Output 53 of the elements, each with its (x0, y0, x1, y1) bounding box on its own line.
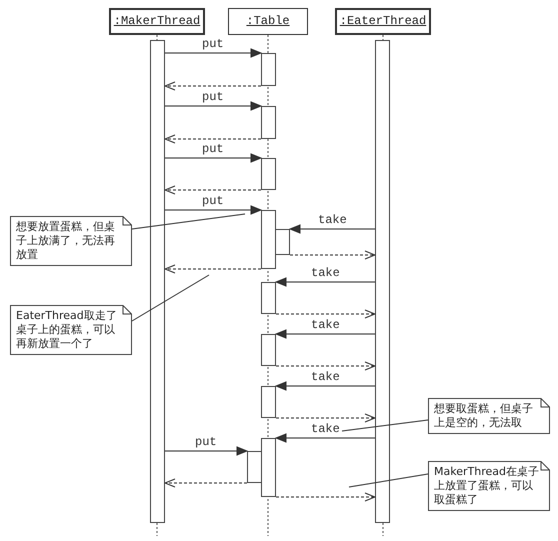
return-arrow (276, 414, 376, 422)
return-arrow (276, 362, 376, 370)
note: 想要放置蛋糕，但桌子上放满了，无法再放置 (10, 216, 132, 266)
return-arrow (164, 264, 262, 274)
message-arrow (276, 382, 376, 390)
activation-bar (261, 282, 276, 314)
message-label: take (311, 318, 340, 332)
message-arrow (164, 206, 262, 214)
message-arrow (164, 48, 262, 58)
activation-bar (261, 158, 276, 190)
activation-bar (150, 40, 165, 523)
message-arrow (276, 278, 376, 286)
message-label: take (311, 266, 340, 280)
activation-bar (247, 451, 262, 483)
note: 想要取蛋糕，但桌子上是空的，无法取 (428, 398, 550, 434)
return-arrow (164, 478, 248, 488)
note: MakerThread在桌子上放置了蛋糕，可以取蛋糕了 (428, 461, 550, 511)
leader-line (348, 474, 428, 488)
activation-bar (261, 438, 276, 497)
activation-bar (261, 386, 276, 418)
message-label: put (202, 37, 224, 51)
return-arrow (276, 310, 376, 318)
message-label: take (318, 213, 347, 227)
message-label: take (311, 422, 340, 436)
lifeline-head: :EaterThread (335, 8, 431, 35)
message-arrow (290, 224, 376, 234)
activation-bar (261, 106, 276, 139)
activation-bar (261, 210, 276, 269)
message-arrow (164, 102, 262, 110)
leader-line (342, 420, 428, 432)
activation-bar (275, 229, 290, 255)
activation-bar (261, 334, 276, 366)
message-label: put (202, 194, 224, 208)
return-arrow (164, 82, 262, 90)
return-arrow (164, 186, 262, 194)
note: EaterThread取走了桌子上的蛋糕，可以再新放置一个了 (10, 305, 132, 355)
message-arrow (164, 154, 262, 162)
leader-line (132, 274, 210, 322)
activation-bar (261, 53, 276, 86)
leader-line (132, 214, 246, 230)
message-label: put (202, 142, 224, 156)
message-arrow (276, 434, 376, 442)
return-arrow (290, 250, 376, 260)
message-arrow (164, 446, 248, 456)
message-label: put (202, 90, 224, 104)
return-arrow (164, 134, 262, 144)
lifeline-head: :MakerThread (109, 8, 205, 35)
message-arrow (276, 330, 376, 338)
activation-bar (375, 40, 390, 523)
return-arrow (276, 492, 376, 502)
message-label: take (311, 370, 340, 384)
lifeline-head: :Table (228, 8, 308, 35)
message-label: put (195, 435, 217, 449)
